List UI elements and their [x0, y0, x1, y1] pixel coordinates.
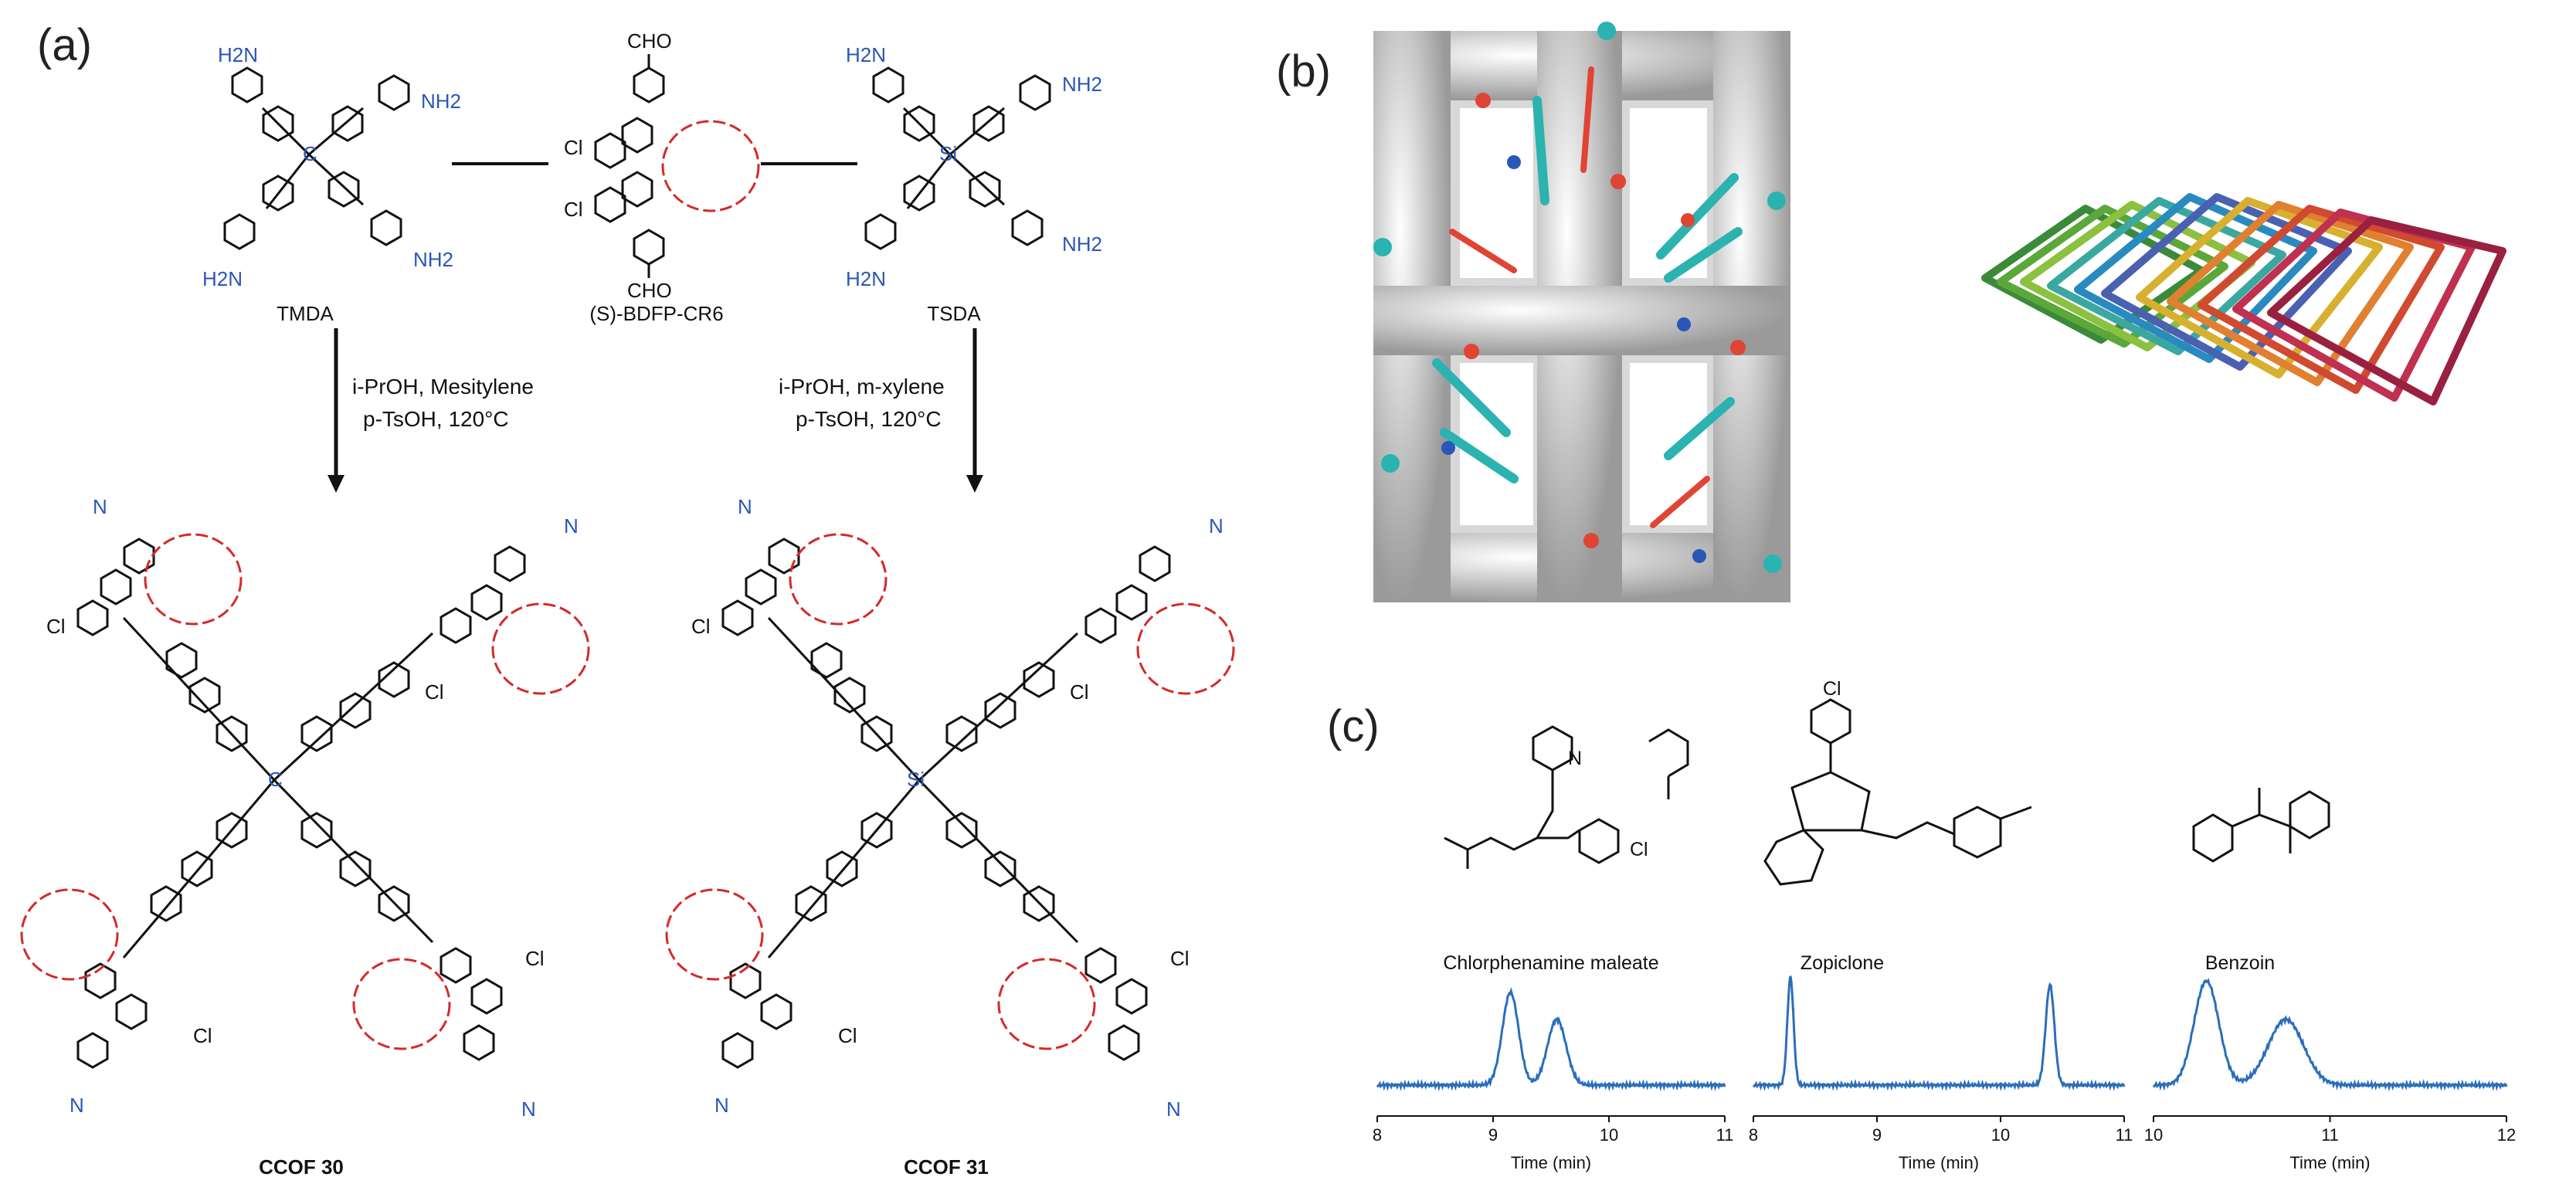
bdfp-label: (S)-BDFP-CR6	[589, 302, 723, 325]
ccof31-imine-2: N	[1209, 514, 1224, 538]
ccof31-cl-3: Cl	[838, 1024, 857, 1047]
chromatogram-x-label: Time (min)	[2289, 1153, 2370, 1172]
bdfp-cl-1: Cl	[564, 136, 583, 159]
tsda-label: TSDA	[927, 302, 981, 325]
tmda-amine-3: H2N	[202, 267, 243, 290]
chromatogram-tick-label: 11	[2116, 1125, 2133, 1145]
ccof31-caption: CCOF 31	[904, 1155, 989, 1179]
chromatogram-tick-label: 10	[2144, 1125, 2163, 1145]
chromatogram-tick-label: 9	[1872, 1125, 1882, 1145]
cho-bottom: CHO	[627, 279, 672, 302]
tmda-amine-1: H2N	[218, 43, 258, 66]
chromatogram-x-label: Time (min)	[1899, 1153, 1979, 1172]
right-condition-1: i-PrOH, m-xylene	[779, 375, 945, 399]
tmda-amine-4: NH2	[413, 248, 453, 271]
chlor-cl-label: Cl	[1630, 839, 1648, 860]
chromatogram-tick-label: 10	[1991, 1125, 2010, 1145]
tmda-label: TMDA	[277, 302, 334, 325]
framework-space-filling-model	[1373, 22, 1790, 602]
panel-label-a: (a)	[37, 20, 92, 70]
compound-name-benzoin: Benzoin	[2205, 952, 2275, 974]
benzoin-structure	[2192, 788, 2330, 863]
ccof30-imine-1: N	[93, 495, 107, 518]
ccof30-imine-3: N	[70, 1094, 84, 1117]
ccof30-caption: CCOF 30	[259, 1155, 344, 1179]
left-reaction-arrow	[328, 328, 344, 493]
bdfp-cr6-structure: CHO CHO Cl Cl	[564, 29, 760, 302]
panel-label-c: (c)	[1327, 701, 1380, 751]
right-reaction-arrow	[966, 328, 983, 493]
ccof30-structure: C N N N N Cl Cl Cl Cl	[20, 495, 590, 1121]
chromatogram-tick-label: 10	[1600, 1125, 1618, 1145]
tsda-amine-4: NH2	[1062, 232, 1102, 256]
compound-name-chlorphenamine: Chlorphenamine maleate	[1443, 952, 1658, 974]
ccof31-imine-1: N	[738, 495, 752, 518]
ccof30-imine-2: N	[564, 514, 579, 538]
tmda-center-atom: C	[303, 142, 317, 165]
chromatogram-tick-label: 12	[2497, 1125, 2516, 1145]
left-condition-1: i-PrOH, Mesitylene	[352, 375, 534, 399]
ccof31-imine-3: N	[714, 1094, 729, 1117]
tsda-amine-2: NH2	[1062, 73, 1102, 96]
chromatogram-tick-label: 11	[2321, 1125, 2339, 1145]
tsda-structure: Si H2N NH2 H2N NH2	[846, 43, 1102, 290]
chromatogram-tick-label: 9	[1488, 1125, 1498, 1145]
chromatogram-tick-label: 8	[1749, 1125, 1758, 1145]
chromatogram-trace	[1752, 975, 2126, 1091]
tmda-structure: C H2N NH2 H2N NH2	[202, 43, 461, 290]
bdfp-cl-2: Cl	[564, 198, 583, 221]
zopiclone-cl-label: Cl	[1823, 678, 1841, 700]
zopiclone-structure	[1763, 698, 2032, 886]
ccof30-cl-1: Cl	[46, 615, 66, 638]
helical-framework-model	[1981, 193, 2506, 405]
tsda-center-atom: Si	[939, 142, 957, 165]
ccof31-cl-1: Cl	[691, 615, 711, 638]
chromatogram-tick-label: 8	[1373, 1125, 1382, 1145]
panel-label-b: (b)	[1276, 46, 1331, 97]
ccof31-cl-4: Cl	[1170, 947, 1190, 970]
ccof31-center-atom: Si	[907, 768, 925, 791]
ccof31-structure: Si N N N N Cl Cl Cl Cl	[665, 495, 1235, 1121]
chromatogram-trace	[1376, 987, 1726, 1092]
chromatogram-trace	[2152, 978, 2508, 1092]
right-condition-2: p-TsOH, 120°C	[796, 407, 942, 431]
ccof30-center-atom: C	[268, 768, 283, 791]
chlor-n-label: N	[1568, 748, 1582, 769]
ccof30-cl-2: Cl	[425, 680, 444, 704]
ccof30-cl-4: Cl	[525, 947, 545, 970]
chromatogram-x-label: Time (min)	[1511, 1153, 1591, 1172]
tsda-amine-3: H2N	[846, 267, 886, 290]
cho-top: CHO	[627, 29, 672, 53]
tsda-amine-1: H2N	[846, 43, 886, 66]
chromatogram-tick-label: 11	[1716, 1125, 1734, 1145]
compound-name-zopiclone: Zopiclone	[1800, 952, 1884, 974]
ccof31-cl-2: Cl	[1070, 680, 1089, 704]
tmda-amine-2: NH2	[421, 90, 461, 113]
ccof30-cl-3: Cl	[193, 1024, 212, 1047]
left-condition-2: p-TsOH, 120°C	[363, 407, 509, 431]
chlorphenamine-maleate-structure	[1444, 725, 1689, 869]
ccof30-imine-4: N	[521, 1097, 536, 1121]
ccof31-imine-4: N	[1166, 1097, 1181, 1121]
